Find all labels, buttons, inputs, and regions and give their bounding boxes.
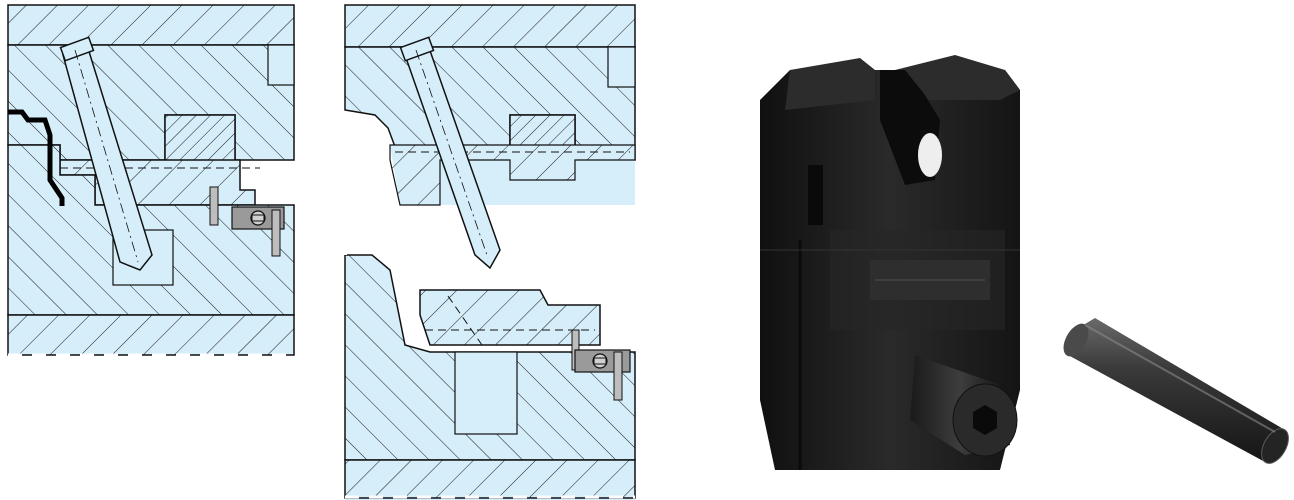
top-plate-open	[344, 4, 636, 48]
panel-open	[343, 4, 636, 500]
molded-part	[8, 109, 65, 206]
slide-open-icon	[419, 289, 601, 346]
panel-closed	[7, 4, 295, 357]
dowel-pin-icon	[1063, 318, 1289, 464]
bottom-plate	[7, 314, 295, 356]
cavity-plate-open	[344, 46, 636, 161]
angle-pin-icon	[59, 36, 153, 271]
slide-retainer-open-icon	[571, 329, 631, 401]
bottom-plate-open	[344, 459, 636, 499]
cap-screw-icon	[271, 209, 281, 257]
panel-photo	[760, 55, 1289, 470]
cap-screw-photo-icon	[910, 355, 1018, 457]
angle-pin-open-icon	[399, 36, 501, 270]
slide-retainer-icon	[209, 186, 285, 257]
